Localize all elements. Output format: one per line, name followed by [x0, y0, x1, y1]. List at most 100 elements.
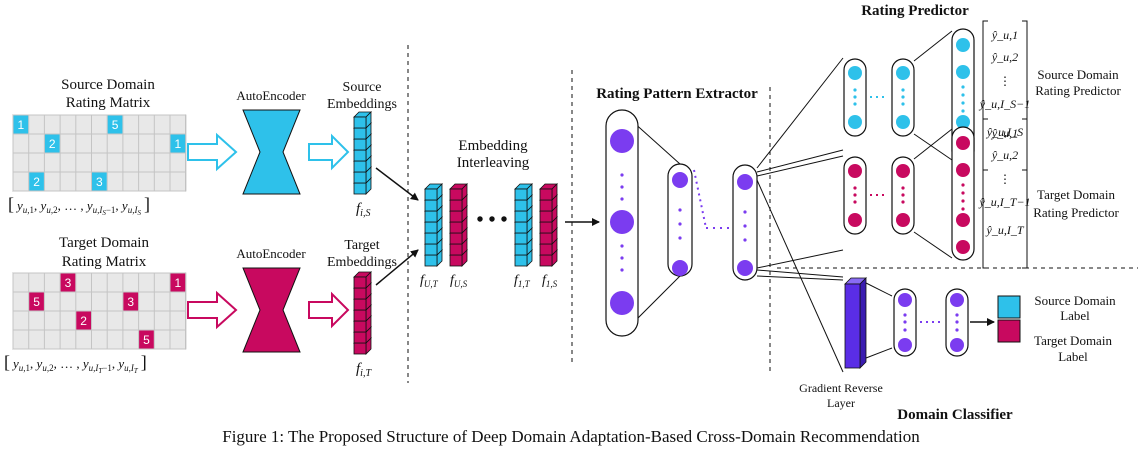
target-predictor-l2-node	[896, 164, 910, 178]
interleaved-target-cell	[449, 210, 463, 223]
classifier-l1-node	[898, 338, 912, 352]
interleaved-source-cell	[424, 199, 438, 212]
target-rating-vector: [yu,1, yu,2, … , yu,IT−1, yu,IT]	[4, 352, 147, 375]
target-predictor-l1-node	[848, 164, 862, 178]
source-predictor-l2-dot	[901, 95, 905, 99]
target-embedding-cell	[353, 342, 367, 355]
extractor-output-node	[737, 260, 753, 276]
extractor-input-dot	[620, 268, 624, 272]
target-predictor-label-2: Rating Predictor	[1033, 205, 1119, 220]
target-predictor-label-1: Target Domain	[1037, 187, 1115, 202]
target-rating-value: 3	[65, 276, 72, 290]
classifier-l2-dot	[955, 320, 959, 324]
interleaved-target-cell	[449, 199, 463, 212]
source-matrix-title-1: Source Domain	[61, 77, 155, 93]
target-predictor-output-node	[956, 163, 970, 177]
target-predictor-l1-dot	[853, 186, 857, 190]
target-rating-cell	[123, 292, 139, 311]
source-output-label: ŷ_u,1	[991, 28, 1018, 42]
target-predictor-l2-dot	[901, 200, 905, 204]
source-rating-cell	[44, 134, 60, 153]
source-predictor-output-dot	[961, 93, 965, 97]
interleaved-source-cell	[424, 243, 438, 256]
interleaved-target-cell	[539, 199, 553, 212]
legend-source-label-1: Source Domain	[1034, 293, 1116, 308]
source-rating-cell	[29, 172, 44, 191]
grl-side	[859, 277, 867, 369]
target-predictor-output-dot	[961, 207, 965, 211]
source-embed-arrow	[308, 133, 350, 171]
target-predictor-output-node	[956, 213, 970, 227]
extractor-output-dot	[743, 224, 747, 228]
target-embedding-cell	[353, 309, 367, 322]
extractor-input-dot	[620, 244, 624, 248]
interleaved-source-cell	[514, 243, 528, 256]
target-rating-value: 2	[80, 314, 87, 328]
target-autoencoder	[242, 267, 301, 353]
target-rating-cell	[60, 273, 76, 292]
classifier-l2-node	[950, 293, 964, 307]
source-embeddings-label-2: Embeddings	[327, 97, 397, 112]
target-rating-cell	[170, 273, 186, 292]
grl-block	[844, 283, 861, 369]
target-rating-value: 5	[143, 333, 150, 347]
target-output-label: ŷ_u,2	[991, 148, 1018, 162]
target-output-label: ŷ_u,I_T	[986, 223, 1025, 237]
interleaved-target-cell	[449, 254, 463, 267]
source-embedding-cell	[353, 171, 367, 184]
source-rating-value: 5	[112, 118, 119, 132]
extractor-hidden-dot	[678, 208, 682, 212]
interleaved-target-cell	[449, 243, 463, 256]
source-predictor-output-node	[956, 115, 970, 129]
domain-classifier	[844, 277, 995, 369]
source-predictor-output-node	[956, 38, 970, 52]
source-embedding-cell	[353, 116, 367, 129]
interleaved-target-cell	[539, 221, 553, 234]
source-predictor-l1-dot	[853, 95, 857, 99]
target-predictor-fan	[913, 128, 953, 160]
source-predictor-output-dot	[961, 101, 965, 105]
extractor-to-head-link	[756, 269, 844, 278]
interleaved-target-cell	[449, 188, 463, 201]
target-predictor-output-dot	[961, 183, 965, 187]
target-rating-value: 3	[127, 295, 134, 309]
source-embeddings-label-1: Source	[343, 80, 382, 95]
source-rating-value: 3	[96, 175, 103, 189]
rating-pattern-extractor	[605, 109, 758, 337]
figure-caption: Figure 1: The Proposed Structure of Deep…	[222, 427, 920, 446]
target-output-label: ŷ_u,I_T−1	[978, 195, 1030, 209]
source-output-bracket-left	[982, 20, 988, 171]
target-matrix-title-2: Rating Matrix	[62, 254, 147, 270]
interleaved-embeddings	[424, 183, 558, 267]
source-predictor-l2-dot	[901, 88, 905, 92]
extractor-title: Rating Pattern Extractor	[596, 86, 758, 102]
rating-predictor-title: Rating Predictor	[861, 3, 969, 19]
grl-to-classifier-link	[865, 282, 893, 297]
extractor-link	[693, 169, 707, 229]
source-rating-cell	[92, 172, 107, 191]
target-predictor-output-dot	[961, 191, 965, 195]
target-output-label: ŷ_u,1	[991, 126, 1018, 140]
classifier-l1-dot	[903, 328, 907, 332]
source-embedding-cell	[353, 138, 367, 151]
source-predictor-l2-node	[896, 66, 910, 80]
target-output-bracket-left	[982, 118, 988, 269]
extractor-hidden-node	[672, 260, 688, 276]
interleaved-source-cell	[514, 188, 528, 201]
interleaved-source-cell	[424, 188, 438, 201]
source-to-interleave-arrow	[375, 167, 419, 201]
label-fUT: fU,T	[420, 273, 439, 289]
source-predictor-label-2: Rating Predictor	[1035, 83, 1121, 98]
target-rating-value: 5	[33, 295, 40, 309]
extractor-input-dot	[620, 173, 624, 177]
source-rating-cell	[170, 134, 186, 153]
domain-classifier-title: Domain Classifier	[897, 407, 1013, 423]
source-predictor-l1-dot	[853, 102, 857, 106]
label-f1T: f1,T	[514, 273, 531, 289]
interleaved-source-cell	[514, 254, 528, 267]
rating-predictors: ŷ_u,1ŷ_u,2⋮ŷ_u,I_S−1ŷ_u,I_Sŷ_u,1ŷ_u,2⋮ŷ_…	[756, 20, 1031, 373]
target-embedding-cell	[353, 276, 367, 289]
extractor-input-dot	[620, 256, 624, 260]
